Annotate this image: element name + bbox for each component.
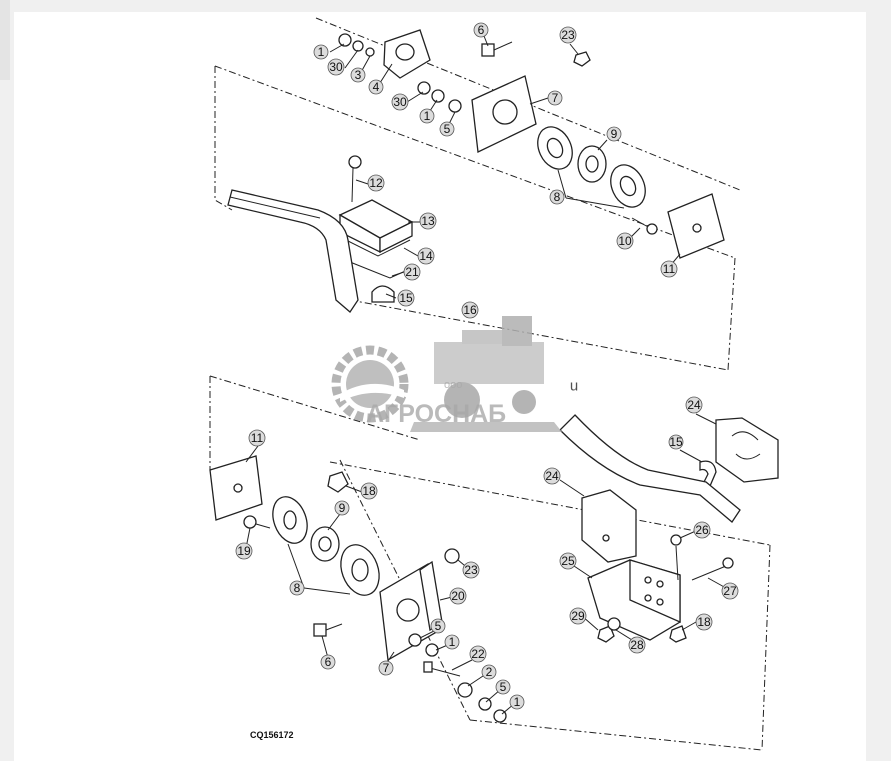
- left-panel-edge: [0, 0, 10, 80]
- callout-label: 1: [514, 695, 521, 709]
- callout-label: 4: [373, 80, 380, 94]
- callout-label: 14: [419, 249, 433, 263]
- callout-label: 26: [695, 523, 709, 537]
- content-card: 1 30 3 4 30 1 5 6 7 23 9 8 10 11 12 13 1…: [14, 12, 866, 761]
- callout-label: 7: [383, 661, 390, 675]
- callout-label: 29: [571, 609, 585, 623]
- callout-label: 2: [486, 665, 493, 679]
- callout-label: 1: [424, 109, 431, 123]
- callout-label: 9: [339, 501, 346, 515]
- bottom-frame-bottom: [469, 719, 763, 751]
- callout-label: 3: [355, 68, 362, 82]
- bottom-shaft: [559, 414, 741, 523]
- callout-label: 15: [669, 435, 683, 449]
- harvester-icon: [410, 316, 562, 432]
- callout-label: 6: [478, 23, 485, 37]
- callout-label: 24: [687, 398, 701, 412]
- callout-label: 8: [554, 190, 561, 204]
- pillow-block-upper: [715, 417, 779, 483]
- callout-label: 24: [545, 469, 559, 483]
- callout-label: 1: [449, 635, 456, 649]
- callout-label: 19: [237, 544, 251, 558]
- callout-label: 22: [471, 647, 485, 661]
- top-shaft: [227, 189, 359, 313]
- callout-label: 8: [294, 581, 301, 595]
- callout-label: 23: [464, 563, 478, 577]
- bottom-frame-top: [209, 375, 421, 441]
- callout-label: 9: [611, 127, 618, 141]
- callout-label: 30: [393, 95, 407, 109]
- bottom-assembly: [209, 375, 779, 751]
- callout-label: 13: [421, 214, 435, 228]
- bottom-frame-right: [761, 544, 771, 751]
- top-frame-bottom: [349, 299, 729, 371]
- pillow-block-lower: [581, 489, 637, 563]
- watermark-brand: АГРОСНАБ: [366, 400, 506, 428]
- callout-label: 11: [251, 431, 264, 445]
- top-assembly: [214, 17, 741, 371]
- callout-label: 15: [399, 291, 413, 305]
- callout-label: 12: [369, 176, 383, 190]
- callout-label: 18: [697, 615, 711, 629]
- callout-label: 5: [435, 619, 442, 633]
- callout-label: 30: [329, 60, 343, 74]
- callout-label: 5: [500, 680, 507, 694]
- watermark-prefix: ооо: [444, 379, 462, 391]
- top-callouts: 1 30 3 4 30 1 5 6 7 23 9 8 10 11 12 13 1…: [313, 22, 678, 319]
- callout-label: 7: [552, 91, 559, 105]
- callout-label: 11: [663, 262, 676, 276]
- gear-icon: [331, 345, 409, 423]
- top-frame-right: [727, 257, 736, 371]
- watermark: ооо АГРОСНАБ u: [331, 316, 578, 432]
- callout-label: 21: [405, 265, 419, 279]
- top-frame-left: [214, 66, 233, 211]
- watermark-suffix: u: [570, 378, 578, 395]
- callout-label: 28: [630, 638, 644, 652]
- drawing-code: CQ156172: [250, 730, 294, 740]
- callout-label: 6: [325, 655, 332, 669]
- callout-label: 23: [561, 28, 575, 42]
- callout-label: 5: [444, 122, 451, 136]
- callout-label: 16: [463, 303, 477, 317]
- parts-diagram: 1 30 3 4 30 1 5 6 7 23 9 8 10 11 12 13 1…: [209, 17, 779, 751]
- callout-label: 18: [362, 484, 376, 498]
- callout-label: 25: [561, 554, 575, 568]
- callout-label: 10: [618, 234, 632, 248]
- callout-label: 27: [723, 584, 737, 598]
- bottom-callouts: 11 18 9 19 8 6 7 5 1 22 2 5 1 20 23 24 1…: [235, 396, 739, 710]
- callout-label: 20: [451, 589, 465, 603]
- callout-label: 1: [318, 45, 325, 59]
